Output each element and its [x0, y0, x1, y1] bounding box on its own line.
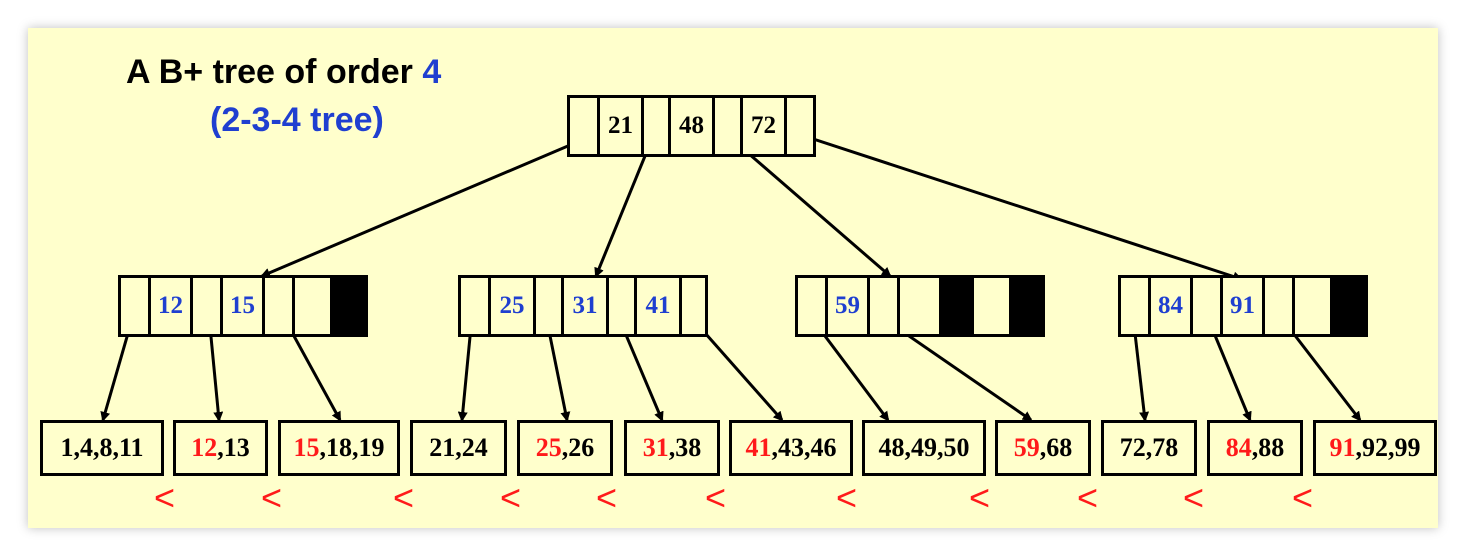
inner4-ptr-3-null — [1333, 278, 1365, 334]
less-than-mark-5: < — [596, 477, 618, 518]
root-ptr-3 — [787, 98, 814, 154]
root-ptr-2 — [715, 98, 743, 154]
root-ptr-1 — [644, 98, 671, 154]
leaf-2-first-key: 12 — [191, 433, 218, 462]
less-than-mark-9: < — [1077, 477, 1099, 518]
leaf-2: 12,13 — [173, 420, 268, 476]
inner4-ptr-0 — [1121, 278, 1151, 334]
inner3-key-2 — [974, 278, 1012, 334]
leaf-7-first-key: 41 — [745, 433, 772, 462]
leaf-5: 25,26 — [517, 420, 613, 476]
leaf-5-rest: ,26 — [561, 433, 595, 462]
leaf-12-first-key: 91 — [1329, 433, 1356, 462]
inner2-key-0: 25 — [491, 278, 536, 334]
inner1-ptr-1 — [193, 278, 223, 334]
leaf-6-rest: ,38 — [668, 433, 702, 462]
inner3-ptr-3-null — [1012, 278, 1042, 334]
leaf-11-rest: ,88 — [1251, 433, 1285, 462]
inner1-ptr-3-null — [333, 278, 365, 334]
inner3-ptr-2-null — [942, 278, 974, 334]
leaf-9-first-key: 59 — [1013, 433, 1040, 462]
root-key-1: 48 — [671, 98, 715, 154]
inner-node-1: 12 15 — [118, 275, 368, 337]
inner3-ptr-1 — [870, 278, 900, 334]
root-key-2: 72 — [743, 98, 787, 154]
less-than-mark-2: < — [261, 477, 283, 518]
less-than-mark-1: < — [154, 477, 176, 518]
inner2-ptr-1 — [536, 278, 564, 334]
inner1-key-2 — [295, 278, 333, 334]
diagram-title: A B+ tree of order 4 — [126, 53, 441, 92]
leaf-3-first-key: 15 — [293, 433, 320, 462]
leaf-4: 21,24 — [410, 420, 507, 476]
inner1-key-1: 15 — [223, 278, 265, 334]
leaf-2-rest: ,13 — [217, 433, 250, 462]
leaf-7-rest: ,43,46 — [771, 433, 837, 462]
leaf-11-first-key: 84 — [1225, 433, 1252, 462]
less-than-mark-10: < — [1183, 477, 1205, 518]
inner4-key-1: 91 — [1223, 278, 1265, 334]
inner1-ptr-2 — [265, 278, 295, 334]
inner2-ptr-0 — [461, 278, 491, 334]
inner-node-3: 59 — [795, 275, 1045, 337]
leaf-11: 84,88 — [1207, 420, 1303, 476]
inner1-ptr-0 — [121, 278, 151, 334]
inner3-key-0: 59 — [828, 278, 870, 334]
inner4-key-2 — [1295, 278, 1333, 334]
leaf-7: 41,43,46 — [729, 420, 853, 476]
less-than-mark-6: < — [705, 477, 727, 518]
less-than-mark-11: < — [1292, 477, 1314, 518]
less-than-mark-4: < — [500, 477, 522, 518]
inner1-key-0: 12 — [151, 278, 193, 334]
less-than-mark-8: < — [969, 477, 991, 518]
leaf-8: 48,49,50 — [862, 420, 986, 476]
inner3-key-1 — [900, 278, 942, 334]
inner4-ptr-1 — [1193, 278, 1223, 334]
title-text: A B+ tree of order — [126, 53, 423, 91]
inner-node-4: 84 91 — [1118, 275, 1368, 337]
inner2-ptr-3 — [682, 278, 711, 334]
inner4-ptr-2 — [1265, 278, 1295, 334]
leaf-6-first-key: 31 — [642, 433, 669, 462]
root-ptr-0 — [570, 98, 600, 154]
inner2-key-2: 41 — [637, 278, 682, 334]
inner2-ptr-2 — [609, 278, 637, 334]
leaf-9: 59,68 — [995, 420, 1091, 476]
less-than-mark-3: < — [393, 477, 415, 518]
leaf-3: 15,18,19 — [278, 420, 400, 476]
root-node: 21 48 72 — [567, 95, 816, 157]
leaf-10: 72,78 — [1101, 420, 1197, 476]
inner-node-2: 25 31 41 — [458, 275, 708, 337]
leaf-12-rest: ,92,99 — [1355, 433, 1421, 462]
root-key-0: 21 — [600, 98, 644, 154]
leaf-4-rest: 21,24 — [429, 433, 488, 462]
leaf-1-rest: 1,4,8,11 — [60, 433, 144, 462]
leaf-1: 1,4,8,11 — [40, 420, 164, 476]
less-than-mark-7: < — [836, 477, 858, 518]
inner4-key-0: 84 — [1151, 278, 1193, 334]
leaf-8-rest: 48,49,50 — [878, 433, 970, 462]
inner2-key-1: 31 — [564, 278, 609, 334]
diagram-subtitle: (2-3-4 tree) — [210, 101, 384, 139]
leaf-6: 31,38 — [624, 420, 720, 476]
leaf-3-rest: ,18,19 — [319, 433, 385, 462]
leaf-10-rest: 72,78 — [1119, 433, 1179, 462]
leaf-12: 91,92,99 — [1313, 420, 1437, 476]
leaf-5-first-key: 25 — [535, 433, 562, 462]
inner3-ptr-0 — [798, 278, 828, 334]
leaf-9-rest: ,68 — [1039, 433, 1073, 462]
title-order: 4 — [422, 53, 442, 91]
